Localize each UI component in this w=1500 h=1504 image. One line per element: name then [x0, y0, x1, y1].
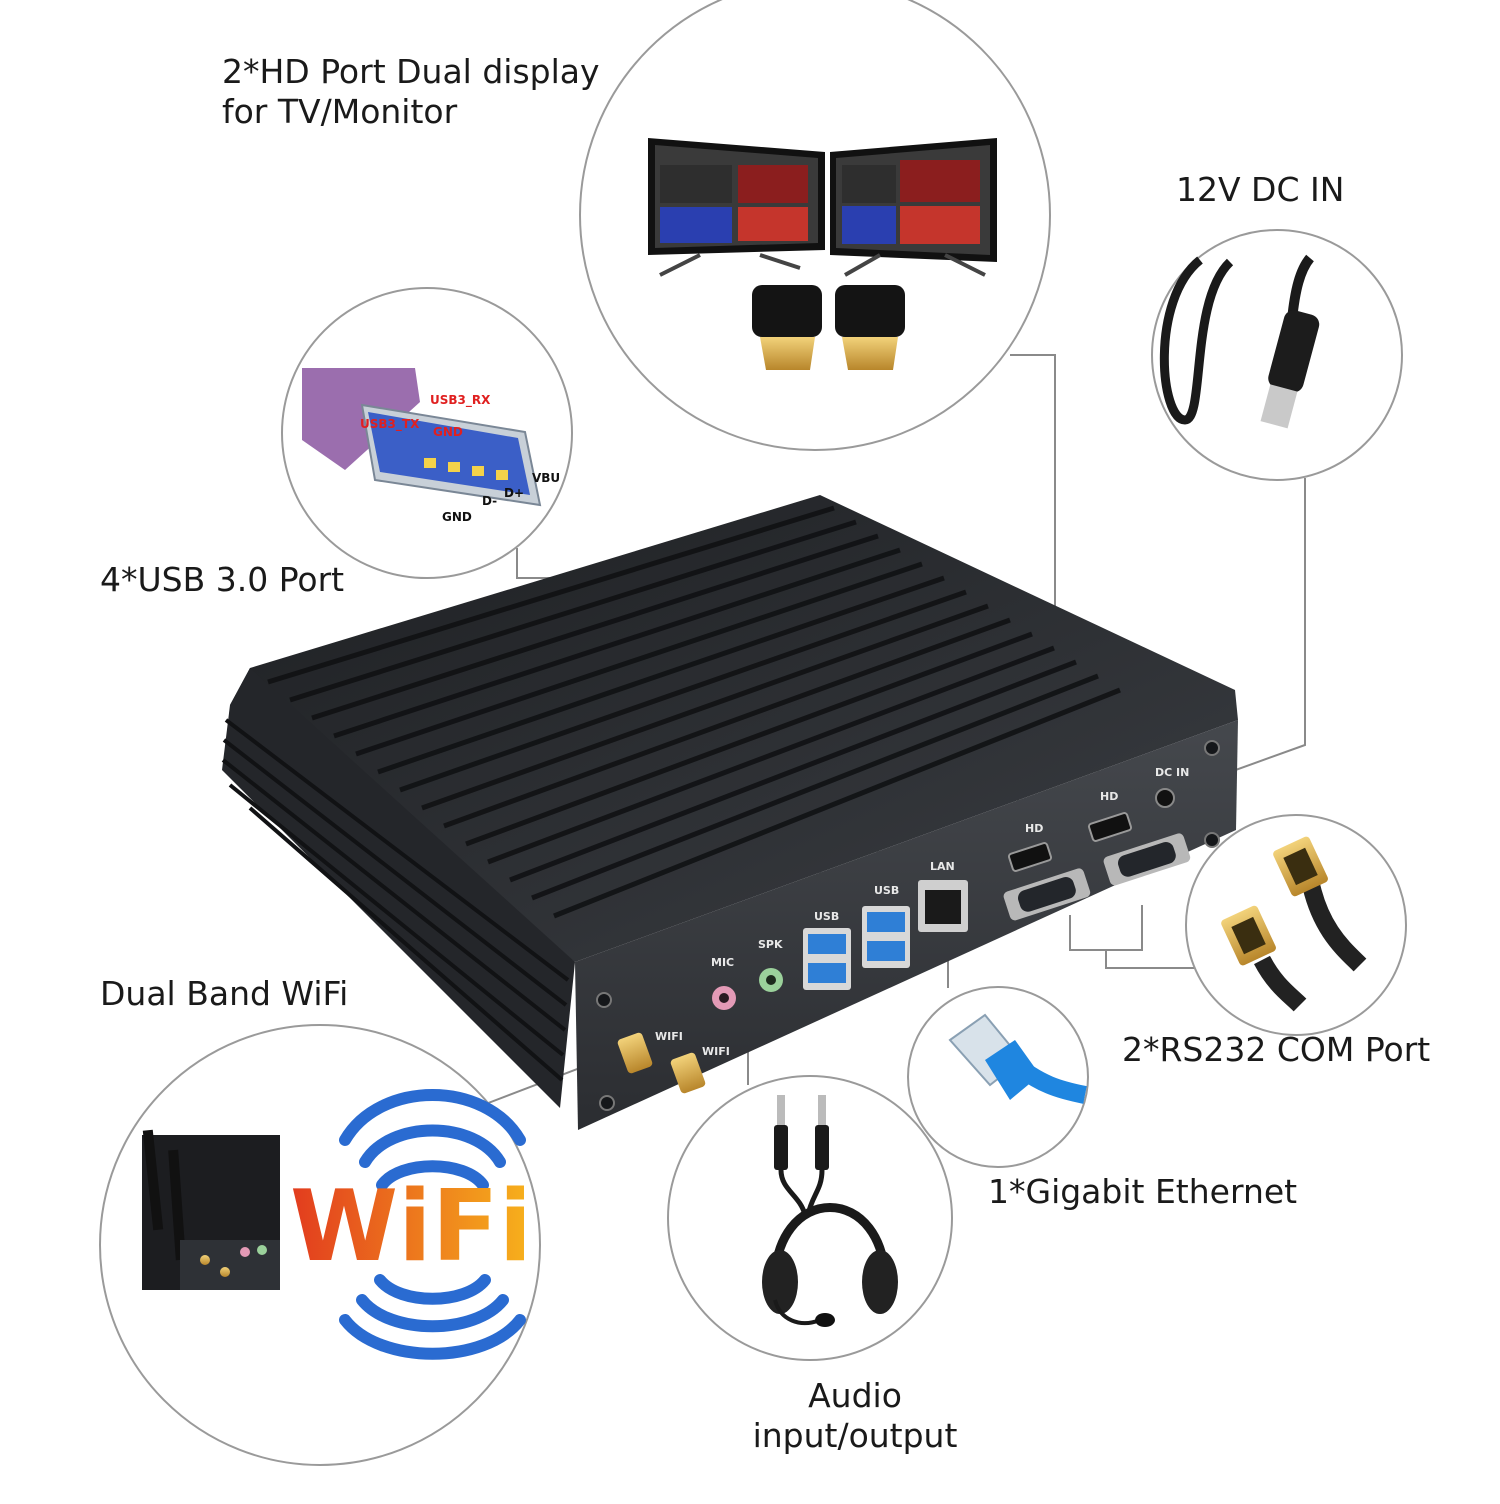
- hd-port-label-line2: for TV/Monitor: [222, 92, 458, 131]
- wifi-antenna-connector: [617, 1032, 706, 1094]
- db9-connector: [1273, 836, 1328, 897]
- rs232-port-right: [1103, 833, 1191, 886]
- hdmi-cable-left: [752, 285, 822, 370]
- hd-port-label-right: HD: [1100, 790, 1118, 803]
- wifi-port-label-2: WIFI: [702, 1045, 730, 1058]
- usb-pin-d-minus: D-: [482, 494, 497, 508]
- usb-pin-vbus: VBU: [532, 471, 560, 485]
- screw: [596, 992, 612, 1008]
- usb-pin-gnd-top: GND: [433, 425, 463, 439]
- hd-callout-circle: [579, 0, 1051, 451]
- usb-plug-insert: [368, 412, 530, 495]
- audio-callout-circle: [667, 1075, 953, 1361]
- connector-line-rs232: [1069, 905, 1143, 951]
- ethernet-callout-circle: [907, 986, 1089, 1168]
- audio-jack-plugs: [774, 1095, 829, 1216]
- hd-port-label-line1: 2*HD Port Dual display: [222, 52, 600, 91]
- device-top-surface: [230, 495, 1238, 962]
- connector-line-rs232-2: [1105, 950, 1195, 969]
- wifi-label: Dual Band WiFi: [100, 974, 349, 1013]
- dc-in-port-label: DC IN: [1155, 766, 1189, 779]
- rs232-port-left: [1003, 868, 1091, 921]
- headset: [762, 1203, 898, 1327]
- wifi-port-label-1: WIFI: [655, 1030, 683, 1043]
- audio-label-line2: input/output: [752, 1416, 958, 1455]
- wifi-mini-pc-photo: [142, 1129, 280, 1290]
- db9-connector: [1221, 905, 1276, 966]
- vga-cable: [1301, 878, 1367, 972]
- dc-in-label: 12V DC IN: [1176, 170, 1345, 209]
- device-left-side: [222, 668, 575, 1108]
- audio-label-line1: Audio: [808, 1376, 902, 1415]
- lan-port-label: LAN: [930, 860, 955, 873]
- wifi-callout-circle: WiFi: [99, 1024, 541, 1466]
- rs232-label: 2*RS232 COM Port: [1122, 1030, 1431, 1069]
- power-cable: [1159, 256, 1234, 425]
- usb-ports-right: [862, 906, 910, 968]
- hd-port-label-left: HD: [1025, 822, 1043, 835]
- usb-pin-rx: USB3_RX: [430, 393, 491, 408]
- usb-port-label-right: USB: [874, 884, 899, 897]
- screw: [1204, 832, 1220, 848]
- wifi-signal-arcs: [339, 1089, 526, 1360]
- mini-pc-device: WIFI WIFI MIC SPK USB USB LAN HD: [221, 495, 1238, 1130]
- dc-in-jack: [1155, 788, 1175, 808]
- dc-plug: [1260, 310, 1320, 429]
- usb-pin-gnd-bottom: GND: [442, 510, 472, 524]
- screw: [599, 1095, 615, 1111]
- side-fins: [221, 718, 570, 1082]
- usb-plug-body: [302, 368, 420, 470]
- hd-port-right: [1087, 812, 1133, 842]
- screw: [1204, 740, 1220, 756]
- hdmi-cable-right: [835, 285, 905, 370]
- monitor-left: [648, 138, 825, 277]
- spk-port-label: SPK: [758, 938, 783, 951]
- dc-in-callout-circle: [1151, 229, 1403, 481]
- usb-pin-tx: USB3_TX: [360, 417, 420, 432]
- usb-pin-d-plus: D+: [504, 486, 524, 500]
- usb-callout-circle: USB3_RX USB3_TX GND VBU D+ D- GND: [281, 287, 573, 579]
- wifi-logo-text: WiFi: [290, 1170, 532, 1284]
- heatsink-fins: [267, 505, 1121, 919]
- hd-port-left: [1007, 842, 1053, 872]
- usb-ports-left: [803, 928, 851, 990]
- monitor-right: [830, 138, 997, 277]
- audio-label: Audio input/output: [735, 1376, 975, 1456]
- mic-port-label: MIC: [711, 956, 734, 969]
- ethernet-label: 1*Gigabit Ethernet: [988, 1172, 1298, 1211]
- hd-port-label: 2*HD Port Dual display for TV/Monitor: [222, 52, 600, 132]
- lan-port: [918, 880, 968, 932]
- rs232-callout-circle: [1185, 814, 1407, 1036]
- usb-port-label: 4*USB 3.0 Port: [100, 560, 345, 599]
- usb-port-label-left: USB: [814, 910, 839, 923]
